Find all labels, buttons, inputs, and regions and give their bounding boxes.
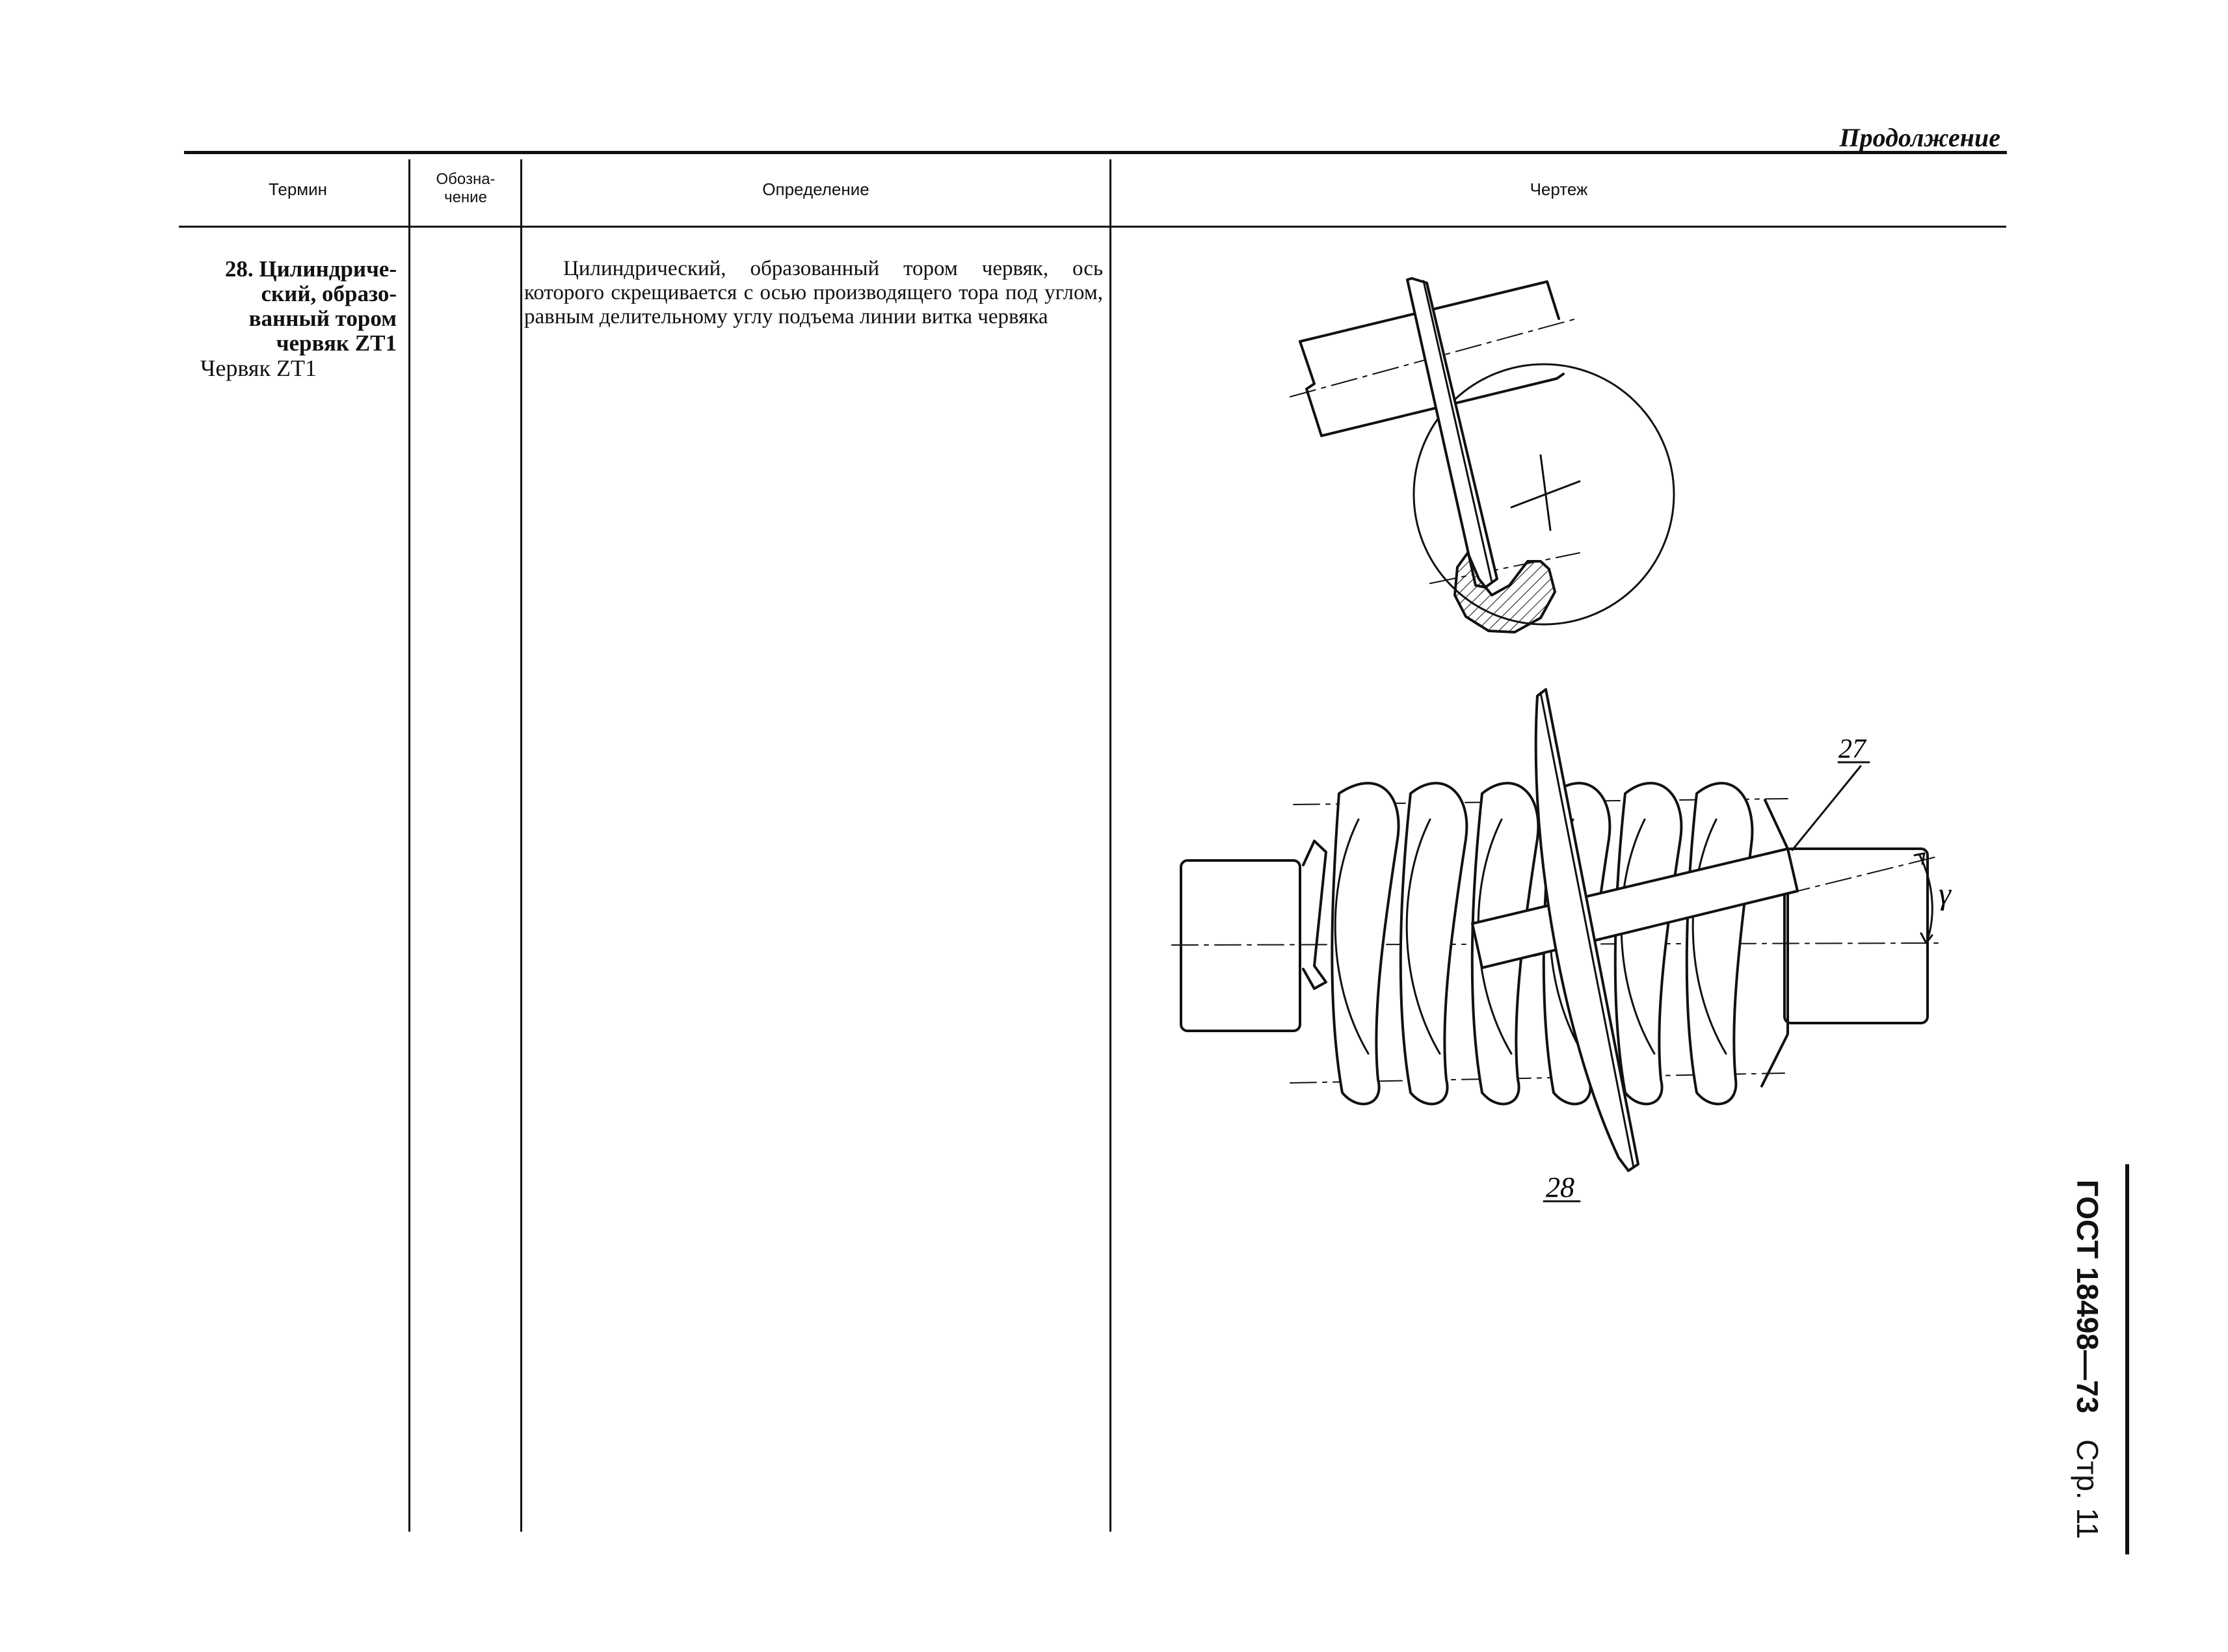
term-cell: 28. Цилиндриче- ский, образо- ванный тор… — [190, 256, 397, 381]
torus-generation-view — [1290, 277, 1675, 633]
column-header-drawing: Чертеж — [1530, 180, 1588, 199]
standard-number: ГОСТ 18498—73 — [2071, 1179, 2104, 1414]
label-gamma: γ — [1939, 877, 1952, 911]
continuation-label: Продолжение — [1839, 123, 2000, 152]
column-header-definition: Определение — [762, 180, 869, 199]
designation-line-2: чение — [444, 189, 487, 206]
column-divider-2 — [520, 159, 522, 1532]
term-short: Червяк ZT1 — [200, 355, 317, 381]
page-number: Стр. 11 — [2071, 1439, 2104, 1539]
table-header-rule — [179, 226, 2006, 228]
term-line-2: ский, образо- — [261, 281, 397, 306]
term-line-1: 28. Цилиндриче- — [224, 256, 397, 282]
side-rule — [2125, 1164, 2129, 1554]
term-line-4: червяк ZT1 — [276, 330, 397, 356]
column-header-designation: Обозна- чение — [411, 170, 520, 207]
label-28: 28 — [1546, 1171, 1574, 1203]
column-header-term: Термин — [268, 180, 328, 199]
definition-text: Цилиндрический, образованный тором червя… — [524, 257, 1103, 328]
worm-drawing: 27 28 γ — [1171, 277, 1952, 1203]
column-divider-3 — [1109, 159, 1111, 1532]
designation-line-1: Обозна- — [436, 170, 496, 188]
label-27: 27 — [1838, 734, 1867, 764]
worm-view — [1171, 688, 1943, 1203]
standard-side-label: ГОСТ 18498—73Стр. 11 — [2049, 1164, 2129, 1554]
column-divider-1 — [408, 159, 410, 1532]
table-top-rule — [184, 151, 2007, 154]
term-line-3: ванный тором — [248, 306, 397, 331]
